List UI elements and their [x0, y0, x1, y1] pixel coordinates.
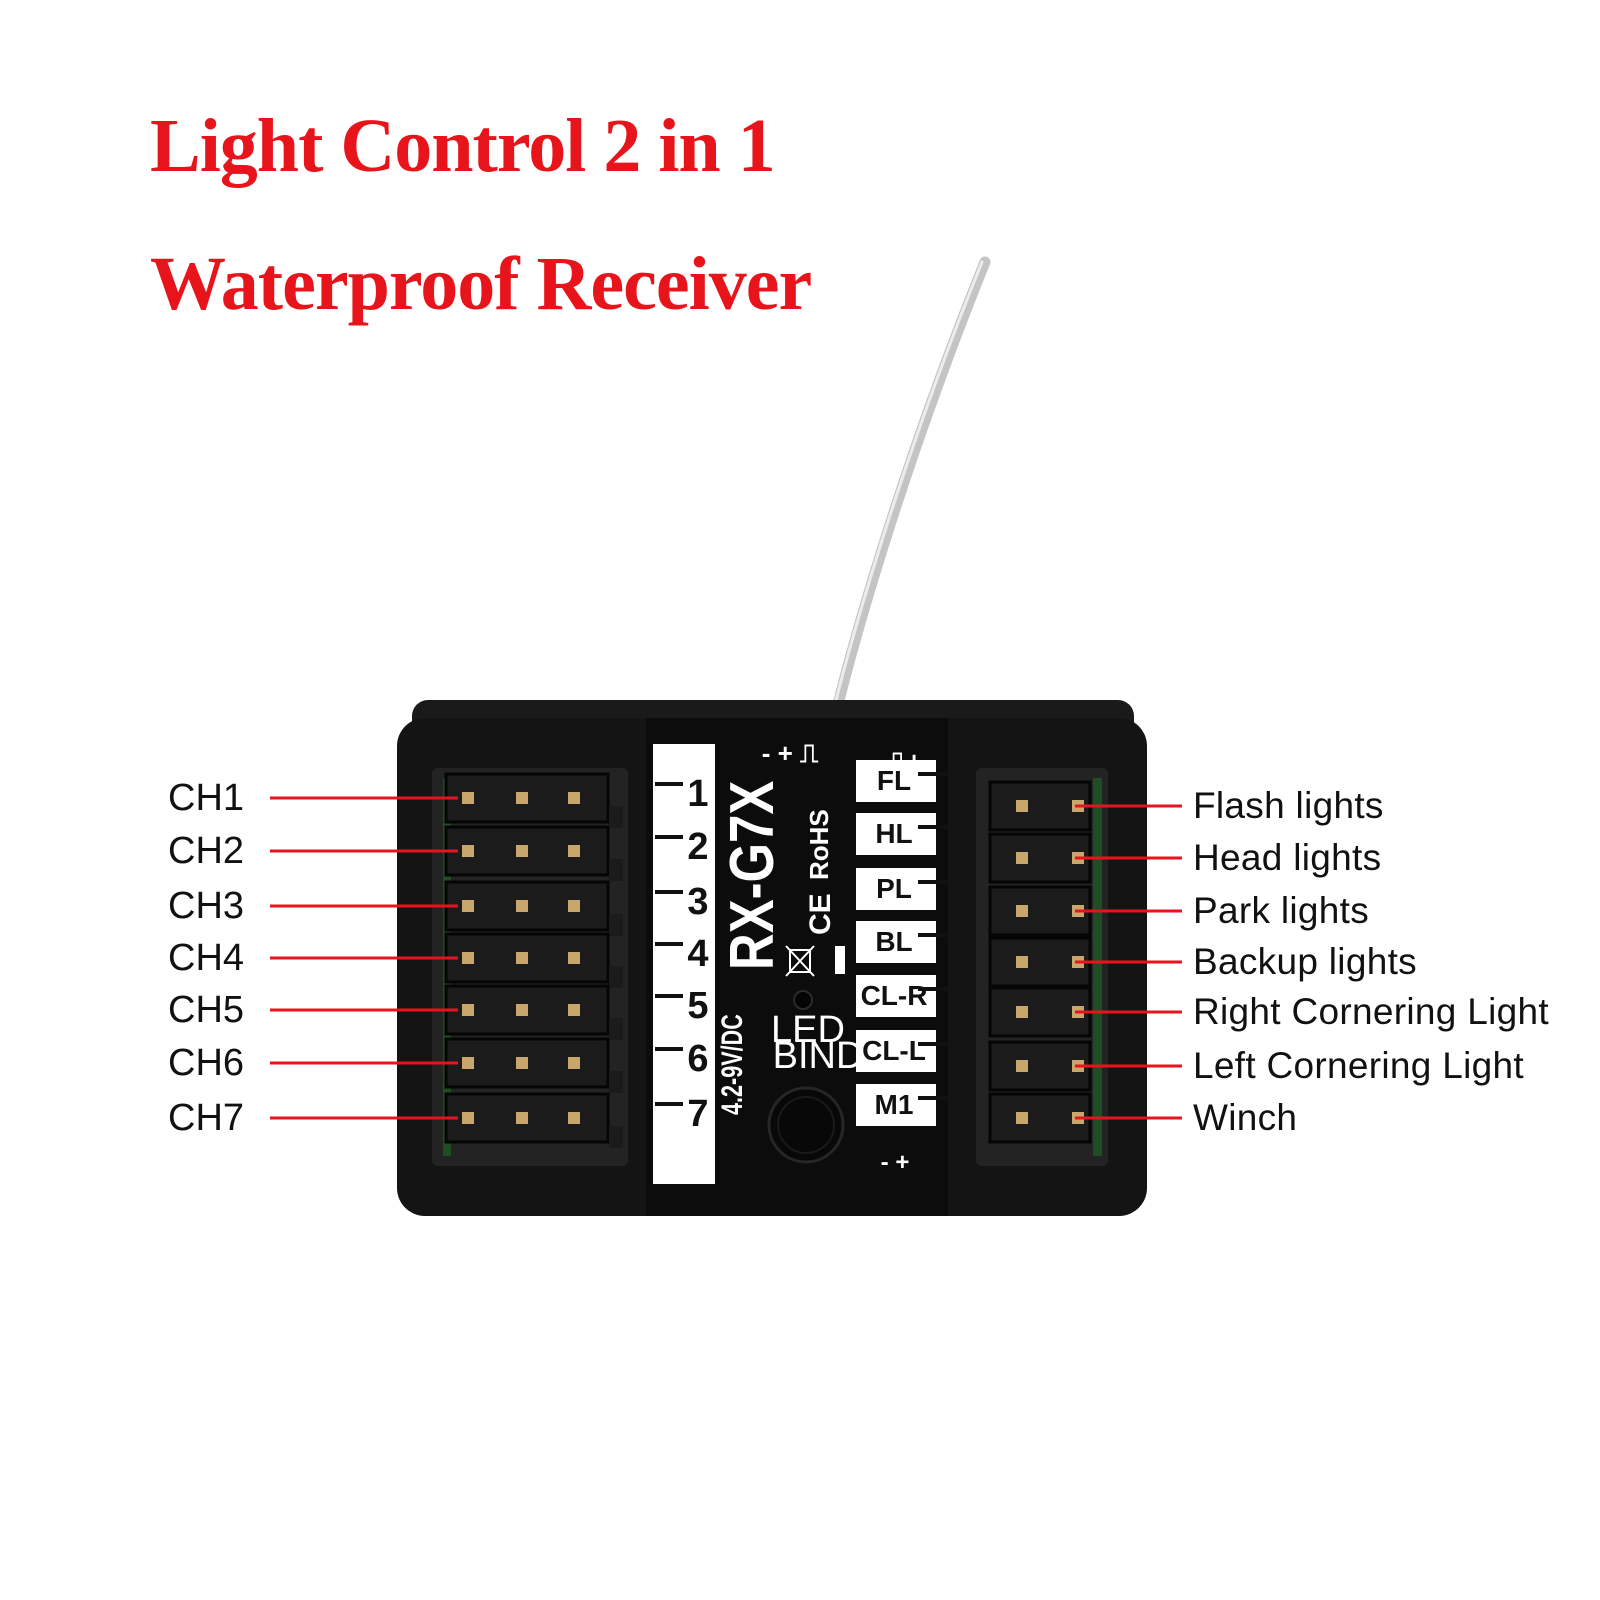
voltage-text: 4.2-9V/DC [714, 1014, 748, 1115]
port-plate [856, 1030, 936, 1072]
port-plate [856, 921, 936, 963]
channel-number: 5 [687, 985, 708, 1027]
pin [516, 1057, 528, 1069]
channel-number: 4 [687, 933, 708, 975]
channel-number: 2 [687, 826, 708, 868]
pin [1016, 956, 1028, 968]
pin [462, 1057, 474, 1069]
pin-marking-bottom: - + [881, 1149, 910, 1176]
pin [1016, 1060, 1028, 1072]
port-plate [856, 813, 936, 855]
left-latch [609, 859, 623, 881]
left-latch [609, 914, 623, 936]
pin [516, 1112, 528, 1124]
pin [516, 952, 528, 964]
port-plate [856, 868, 936, 910]
title-line-1: Light Control 2 in 1 [150, 104, 776, 188]
channel-number-group: 1 2 3 4 5 6 7 [655, 773, 709, 1135]
pin [516, 1004, 528, 1016]
bind-button[interactable] [767, 1086, 845, 1164]
output-label: Head lights [1193, 837, 1381, 878]
right-pin-header [988, 780, 1092, 1144]
pin [462, 900, 474, 912]
channel-label: CH7 [168, 1097, 244, 1139]
port-plate-label: CL-L [862, 1035, 926, 1066]
left-latch [609, 806, 623, 828]
model-text: RX-G7X [718, 781, 787, 970]
pin [1016, 1112, 1028, 1124]
pin [568, 952, 580, 964]
output-label: Backup lights [1193, 941, 1417, 982]
pin [516, 845, 528, 857]
output-label: Right Cornering Light [1193, 991, 1549, 1032]
pin [462, 952, 474, 964]
port-plate-label: CL-R [861, 980, 928, 1011]
port-plate-label: M1 [875, 1089, 914, 1120]
pin [568, 792, 580, 804]
port-plate-label: HL [875, 818, 912, 849]
output-label: Winch [1193, 1097, 1297, 1138]
channel-number: 1 [687, 773, 708, 815]
pin [568, 1112, 580, 1124]
pin [568, 1057, 580, 1069]
weee-bar [835, 946, 845, 974]
channel-number: 6 [687, 1038, 708, 1080]
channel-label: CH1 [168, 777, 244, 819]
led-label: LED [771, 1009, 845, 1051]
ce-mark: CE [804, 893, 837, 935]
weee-bin-icon [785, 945, 815, 977]
port-plate-label: FL [877, 765, 911, 796]
pin [1016, 905, 1028, 917]
channel-number: 7 [687, 1093, 708, 1135]
pin [568, 900, 580, 912]
pin [516, 792, 528, 804]
left-latch [609, 966, 623, 988]
output-label: Park lights [1193, 890, 1369, 931]
left-latch [609, 1018, 623, 1040]
channel-label: CH6 [168, 1042, 244, 1084]
port-label-plates: FL HL PL BL CL-R CL-L M1 [856, 760, 948, 1126]
left-latch [609, 1071, 623, 1093]
right-pcb-edge [1093, 778, 1102, 1156]
right-socket-row [988, 936, 1092, 988]
output-label: Flash lights [1193, 785, 1384, 826]
bind-label: BIND [773, 1035, 864, 1077]
channel-label: CH4 [168, 937, 244, 979]
pin [1016, 800, 1028, 812]
pin [462, 1112, 474, 1124]
pin [1016, 1006, 1028, 1018]
channel-label: CH3 [168, 885, 244, 927]
pin [1016, 852, 1028, 864]
antenna-wire [816, 256, 991, 781]
port-plate-label: BL [875, 926, 912, 957]
channel-number-strip [653, 744, 715, 1184]
bind-button-highlight [777, 1096, 835, 1154]
port-plate [856, 760, 936, 802]
pin [516, 900, 528, 912]
pin-marking-top-left: - + ⎍ [762, 738, 819, 768]
channel-label: CH5 [168, 989, 244, 1031]
output-label: Left Cornering Light [1193, 1045, 1524, 1086]
left-pin-header [444, 772, 623, 1148]
led-indicator [793, 990, 813, 1010]
pin [568, 1004, 580, 1016]
pin [568, 845, 580, 857]
title-line-2: Waterproof Receiver [150, 242, 812, 326]
port-plate [856, 975, 936, 1017]
channel-number: 3 [687, 881, 708, 923]
pin [462, 792, 474, 804]
port-plate-label: PL [876, 873, 912, 904]
rohs-text: RoHS [804, 809, 834, 880]
left-latch [609, 1126, 623, 1148]
channel-label: CH2 [168, 830, 244, 872]
port-plate [856, 1084, 936, 1126]
pin [462, 1004, 474, 1016]
pin [462, 845, 474, 857]
